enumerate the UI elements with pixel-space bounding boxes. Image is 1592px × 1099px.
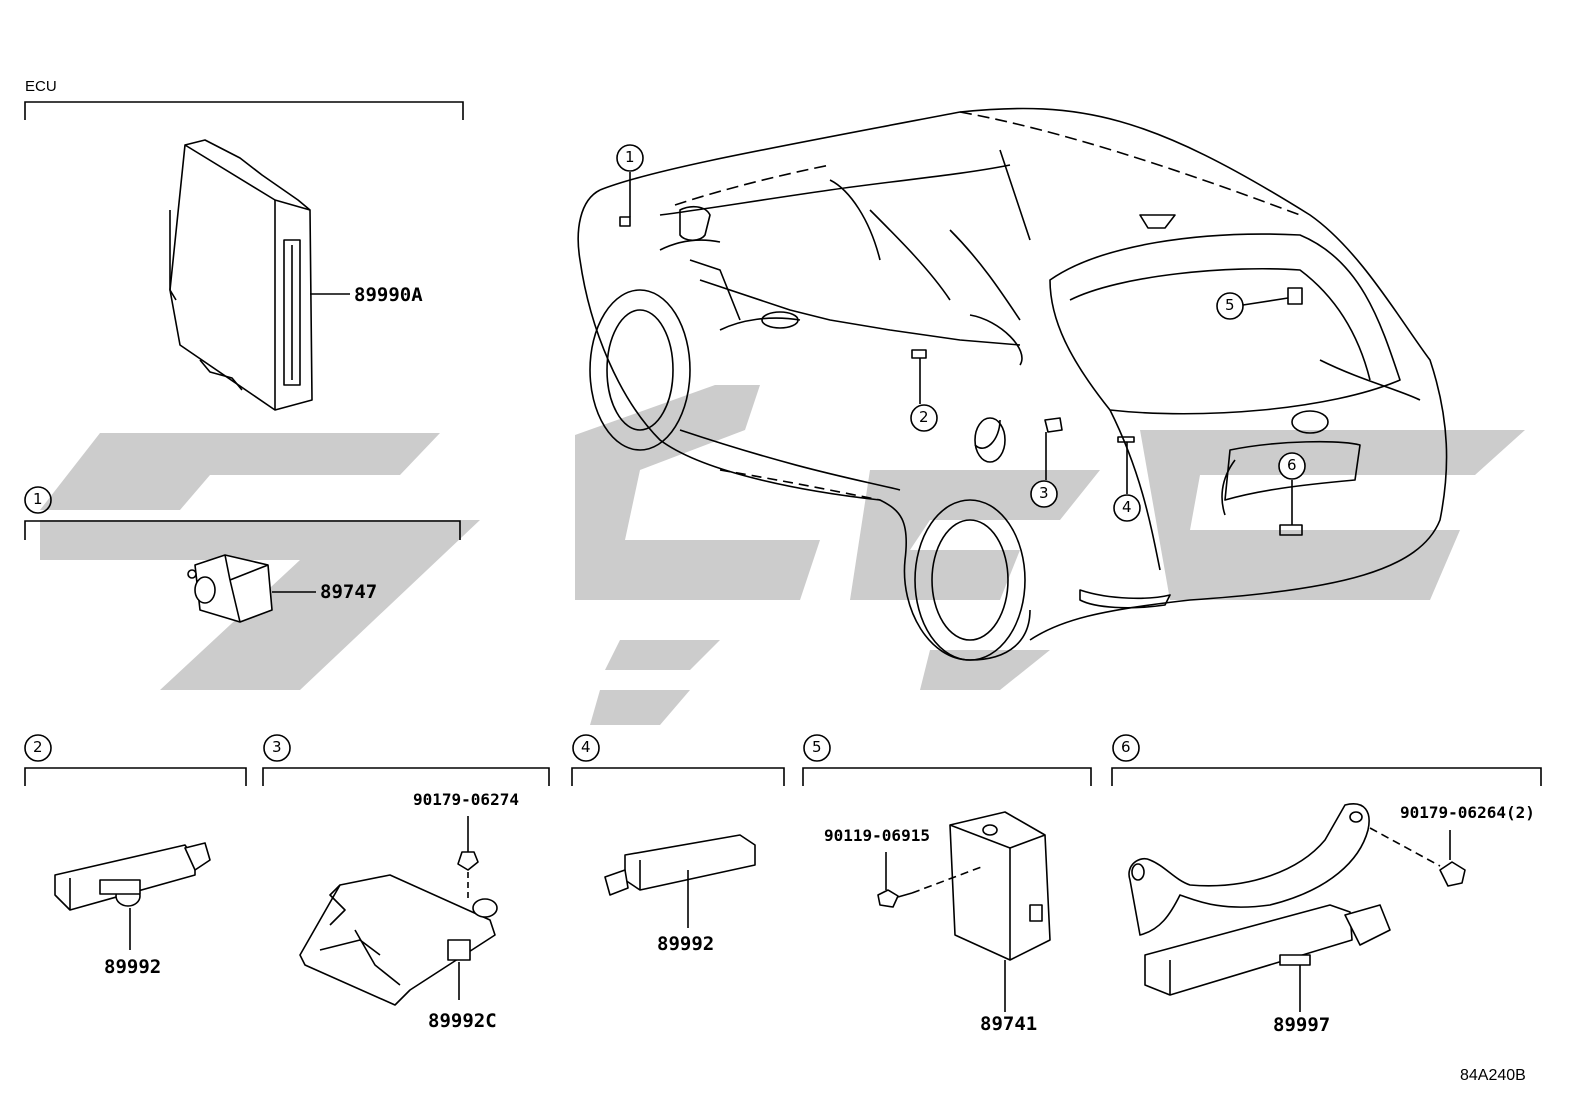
bracket-1 (24, 486, 461, 540)
part-number-89992-right: 89992 (657, 933, 715, 955)
part-number-89997: 89997 (1273, 1014, 1331, 1036)
callout-5-section: 5 (812, 738, 822, 756)
callout-4-section: 4 (581, 738, 591, 756)
callout-6-section: 6 (1121, 738, 1131, 756)
part-number-90179-06264: 90179-06264(2) (1400, 803, 1535, 822)
callout-3-section: 3 (272, 738, 282, 756)
vehicle-callout-1: 1 (625, 148, 635, 166)
vehicle-callout-3: 3 (1039, 484, 1049, 502)
part-number-89992-left: 89992 (104, 956, 162, 978)
sensor-89747 (187, 554, 316, 623)
figure-code: 84A240B (1460, 1067, 1526, 1084)
antenna-89992-right (604, 834, 756, 928)
antenna-89992-left (54, 842, 211, 950)
vehicle-outline (577, 107, 1448, 661)
receiver-89741 (877, 811, 1051, 1012)
watermark-logo (40, 385, 1525, 725)
part-number-89747: 89747 (320, 581, 378, 603)
bottom-brackets (24, 734, 1542, 786)
antenna-89992C-bracket (299, 816, 498, 1006)
vehicle-callout-2: 2 (919, 408, 929, 426)
ecu-bracket (24, 101, 464, 120)
part-number-90119-06915: 90119-06915 (824, 826, 930, 845)
callout-2-section: 2 (33, 738, 43, 756)
vehicle-callout-4: 4 (1122, 498, 1132, 516)
part-number-89990A: 89990A (354, 284, 423, 306)
part-number-90179-06274: 90179-06274 (413, 790, 519, 809)
ecu-section-header: ECU (25, 78, 57, 95)
callout-1-top: 1 (33, 490, 43, 508)
part-number-89741: 89741 (980, 1013, 1038, 1035)
vehicle-callouts (616, 144, 1306, 525)
ecu-module (169, 139, 350, 411)
vehicle-callout-6: 6 (1287, 456, 1297, 474)
part-number-89992C: 89992C (428, 1010, 497, 1032)
vehicle-callout-5: 5 (1225, 296, 1235, 314)
antenna-89997 (1128, 803, 1466, 1012)
